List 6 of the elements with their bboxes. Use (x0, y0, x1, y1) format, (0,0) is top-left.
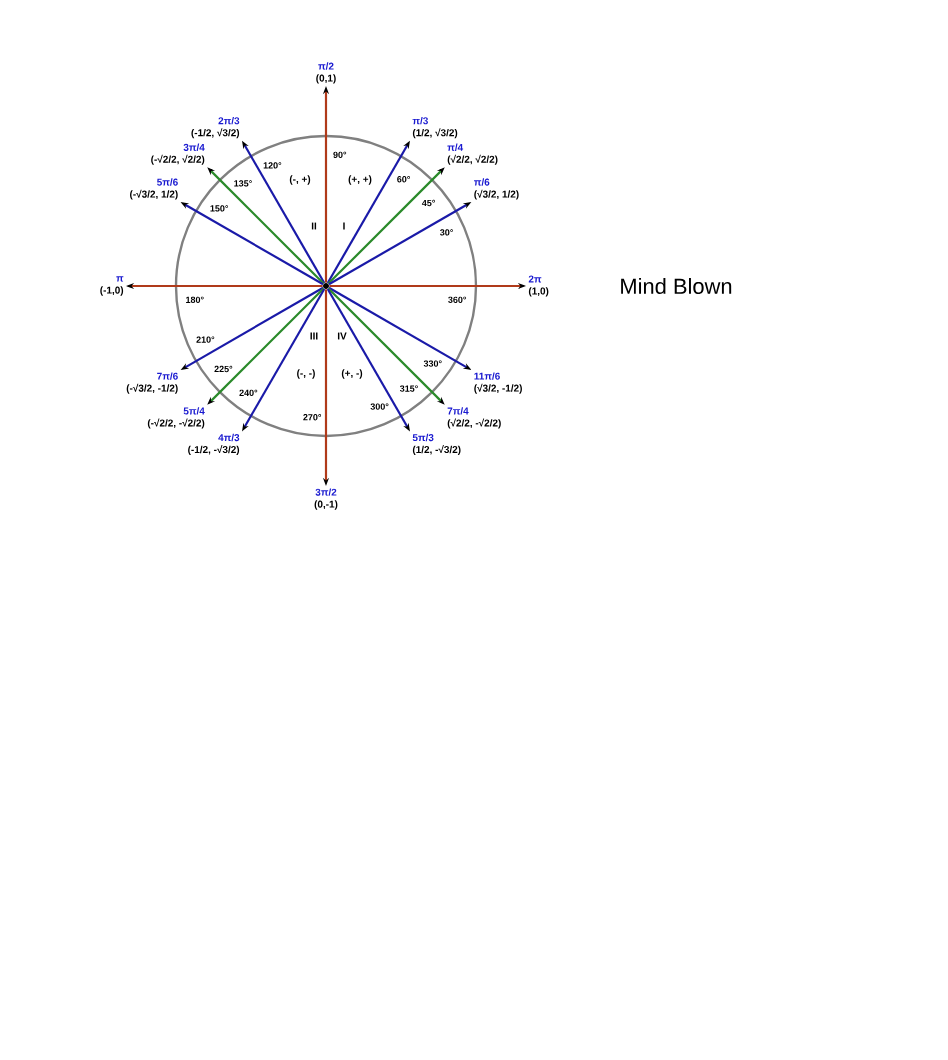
arrow (207, 287, 325, 405)
caption-text: Mind Blown (621, 277, 732, 295)
arrow (327, 287, 445, 405)
arrow (327, 167, 445, 285)
center-point (323, 283, 329, 289)
arrow (207, 167, 325, 285)
